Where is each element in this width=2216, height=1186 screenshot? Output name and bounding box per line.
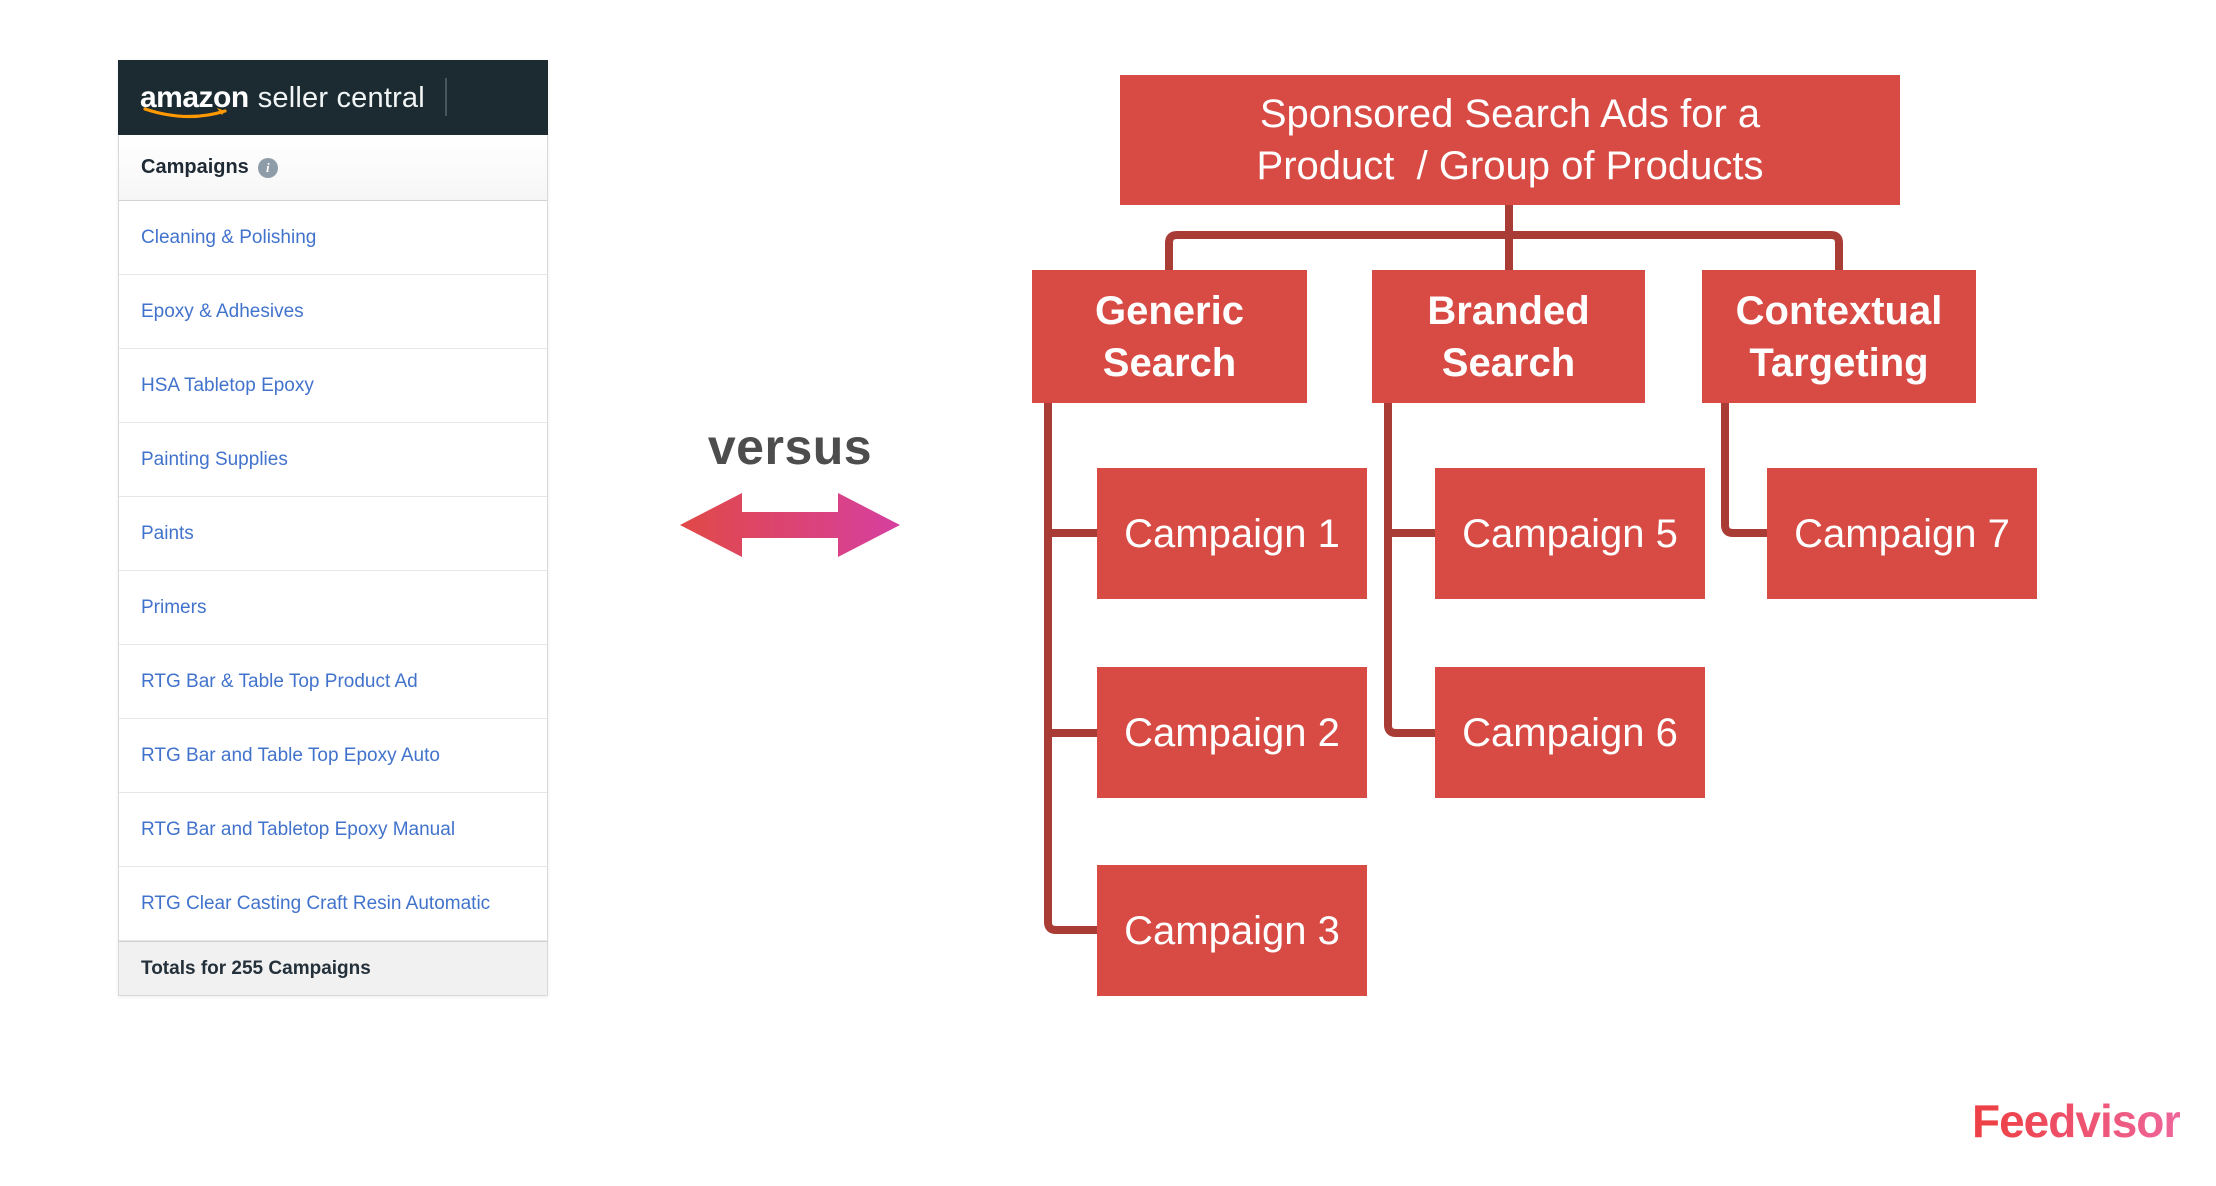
campaign-link[interactable]: RTG Clear Casting Craft Resin Automatic <box>119 867 547 941</box>
campaign-node: Campaign 7 <box>1767 468 2037 599</box>
amazon-smile-icon <box>143 106 227 118</box>
totals-row: Totals for 255 Campaigns <box>119 941 547 995</box>
campaign-node: Campaign 2 <box>1097 667 1367 798</box>
campaign-node: Campaign 6 <box>1435 667 1705 798</box>
campaign-link[interactable]: Primers <box>119 571 547 645</box>
campaign-link[interactable]: Painting Supplies <box>119 423 547 497</box>
root-node-line2: Product / Group of Products <box>1256 144 1764 188</box>
versus-block: versus <box>650 418 930 558</box>
group-node-branded-search: Branded Search <box>1372 270 1645 403</box>
seller-central-logo-text: seller central <box>257 81 425 114</box>
versus-label: versus <box>707 419 873 475</box>
campaign-node: Campaign 5 <box>1435 468 1705 599</box>
group-node-contextual-targeting: Contextual Targeting <box>1702 270 1976 403</box>
root-node-line1: Sponsored Search Ads for a <box>1259 92 1761 136</box>
campaign-link[interactable]: RTG Bar and Tabletop Epoxy Manual <box>119 793 547 867</box>
campaign-node: Campaign 1 <box>1097 468 1367 599</box>
campaigns-header-row: Campaigns i <box>119 135 547 201</box>
header-divider <box>445 78 447 116</box>
amazon-logo: amazon <box>140 80 249 118</box>
campaign-link[interactable]: RTG Bar and Table Top Epoxy Auto <box>119 719 547 793</box>
diagram-connectors <box>1044 205 1843 934</box>
double-arrow-icon <box>680 493 900 557</box>
campaign-link[interactable]: Paints <box>119 497 547 571</box>
campaign-link[interactable]: Cleaning & Polishing <box>119 201 547 275</box>
campaign-link[interactable]: HSA Tabletop Epoxy <box>119 349 547 423</box>
seller-central-header: amazon seller central <box>118 60 548 135</box>
info-icon[interactable]: i <box>257 157 278 178</box>
root-node: Sponsored Search Ads for a Product / Gro… <box>1120 75 1900 205</box>
campaign-structure-diagram: Sponsored Search Ads for a Product / Gro… <box>1020 60 2120 1020</box>
seller-central-panel: amazon seller central Campaigns i Cleani… <box>118 60 548 996</box>
amazon-logo-text: amazon <box>140 80 249 114</box>
feedvisor-logo: Feedvisor <box>1972 1095 2181 1147</box>
campaigns-title: Campaigns <box>141 156 249 178</box>
amazon-seller-central-logo: amazon seller central <box>140 80 425 118</box>
campaign-node: Campaign 3 <box>1097 865 1367 996</box>
campaign-link[interactable]: Epoxy & Adhesives <box>119 275 547 349</box>
group-node-generic-search: Generic Search <box>1032 270 1307 403</box>
campaign-link[interactable]: RTG Bar & Table Top Product Ad <box>119 645 547 719</box>
